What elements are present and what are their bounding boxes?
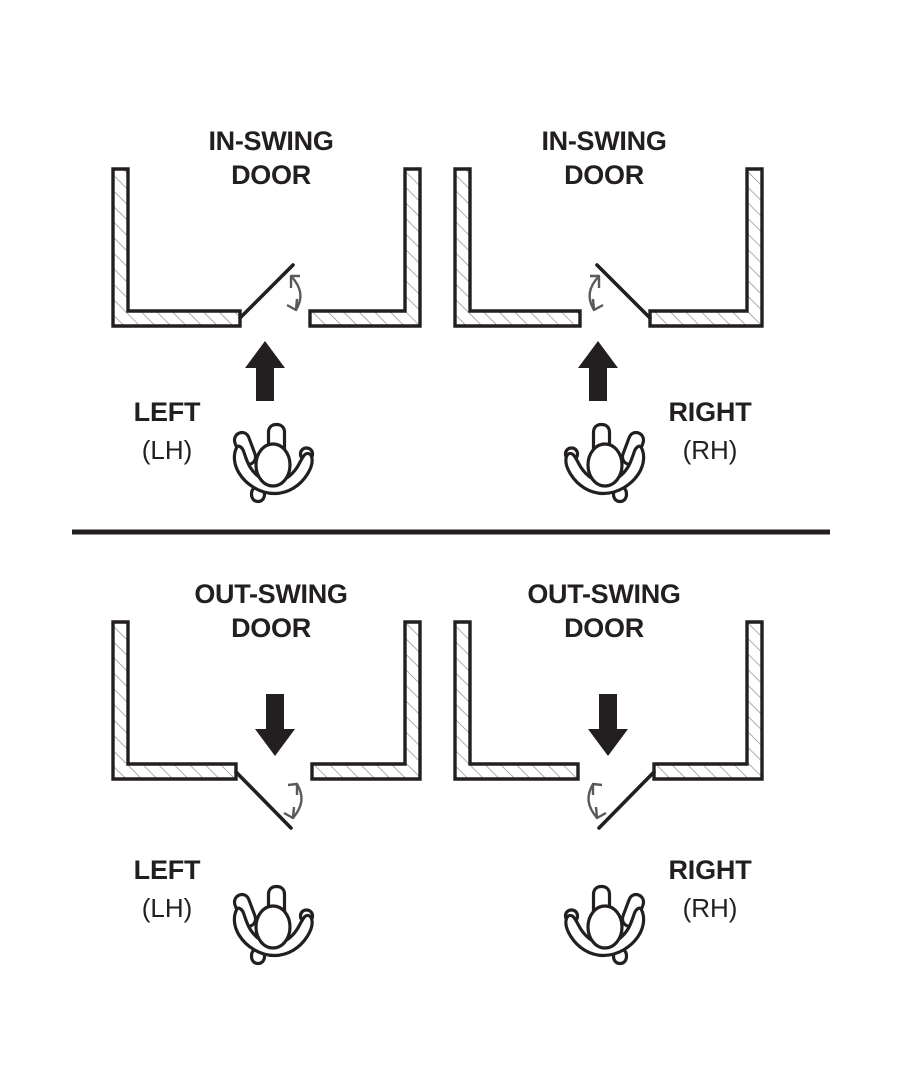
door-leaf (597, 770, 656, 830)
handing-abbr: (RH) (683, 893, 738, 923)
swing-arc-arrow (286, 274, 302, 312)
handing-abbr: (LH) (142, 435, 193, 465)
panel-title-line2: DOOR (231, 613, 311, 643)
panel-in-swing-right: IN-SWING DOOR RIGHT (RH) (453, 126, 764, 502)
panel-out-swing-left: OUT-SWING DOOR LEFT (LH) (111, 579, 422, 966)
panel-title-line2: DOOR (231, 160, 311, 190)
panel-title-line2: DOOR (564, 613, 644, 643)
handing-abbr: (RH) (683, 435, 738, 465)
panel-title-line1: IN-SWING (541, 126, 666, 156)
wall-left (453, 167, 582, 328)
swing-arc-arrow (587, 782, 607, 820)
wall-left (111, 620, 238, 781)
wall-right (308, 167, 422, 328)
wall-right (648, 167, 764, 328)
door-leaf (595, 263, 652, 320)
handing-label: LEFT (134, 397, 201, 427)
door-leaf (234, 770, 293, 830)
handing-label: RIGHT (669, 855, 753, 885)
panel-title-line1: IN-SWING (208, 126, 333, 156)
panel-out-swing-right: OUT-SWING DOOR RIGHT (RH) (453, 579, 764, 964)
handing-label: RIGHT (669, 397, 753, 427)
wall-right (310, 620, 422, 781)
wall-left (111, 167, 242, 328)
swing-arc-arrow (588, 274, 604, 312)
handing-label: LEFT (134, 855, 201, 885)
panel-title-line2: DOOR (564, 160, 644, 190)
panel-title-line1: OUT-SWING (527, 579, 680, 609)
door-leaf (238, 263, 295, 320)
handing-abbr: (LH) (142, 893, 193, 923)
wall-left (453, 620, 580, 781)
wall-right (652, 620, 764, 781)
panel-in-swing-left: IN-SWING DOOR LEFT (LH) (111, 126, 422, 504)
swing-arc-arrow (283, 782, 303, 820)
panel-title-line1: OUT-SWING (194, 579, 347, 609)
